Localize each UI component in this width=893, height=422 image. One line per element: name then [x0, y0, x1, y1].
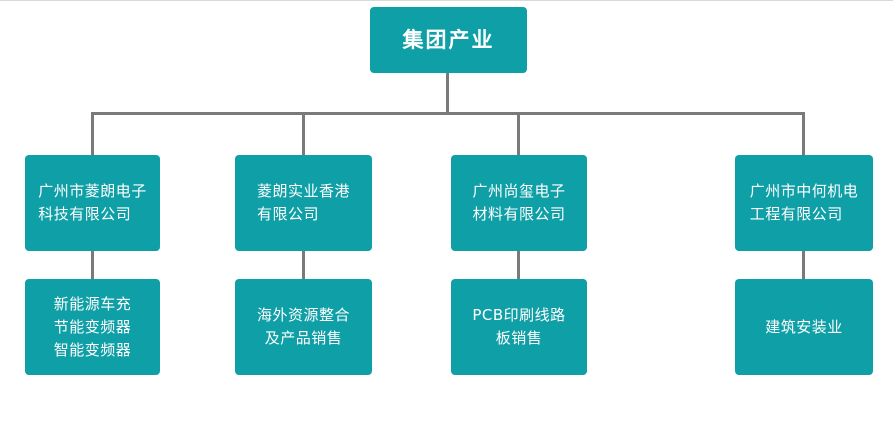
company-name-2: 菱朗实业香港 有限公司 — [256, 182, 350, 223]
top-border — [0, 0, 893, 1]
company-name-3: 广州尚玺电子 材料有限公司 — [472, 182, 566, 223]
root-node: 集团产业 — [370, 7, 527, 73]
business-node-3: PCB印刷线路 板销售 — [451, 279, 587, 375]
branch-drop-2 — [302, 112, 305, 155]
link-1 — [91, 251, 94, 279]
branch-drop-3 — [517, 112, 520, 155]
business-node-4: 建筑安装业 — [735, 279, 873, 375]
company-name-4: 广州市中何机电 工程有限公司 — [749, 182, 859, 223]
root-stem — [446, 73, 449, 114]
company-name-1: 广州市菱朗电子 科技有限公司 — [38, 182, 147, 223]
business-node-1: 新能源车充 节能变频器 智能变频器 — [25, 279, 160, 375]
business-label-2: 海外资源整合 及产品销售 — [256, 306, 350, 347]
business-label-3: PCB印刷线路 板销售 — [472, 306, 566, 347]
branch-bar — [91, 112, 805, 115]
link-2 — [302, 251, 305, 279]
company-node-2: 菱朗实业香港 有限公司 — [235, 155, 372, 251]
company-node-1: 广州市菱朗电子 科技有限公司 — [25, 155, 160, 251]
business-node-2: 海外资源整合 及产品销售 — [235, 279, 372, 375]
link-3 — [517, 251, 520, 279]
company-node-3: 广州尚玺电子 材料有限公司 — [451, 155, 587, 251]
business-label-4: 建筑安装业 — [765, 317, 843, 336]
link-4 — [802, 251, 805, 279]
business-label-1: 新能源车充 节能变频器 智能变频器 — [53, 294, 132, 359]
branch-drop-1 — [91, 112, 94, 155]
root-node-label: 集团产业 — [402, 27, 495, 52]
company-node-4: 广州市中何机电 工程有限公司 — [735, 155, 873, 251]
branch-drop-4 — [802, 112, 805, 155]
